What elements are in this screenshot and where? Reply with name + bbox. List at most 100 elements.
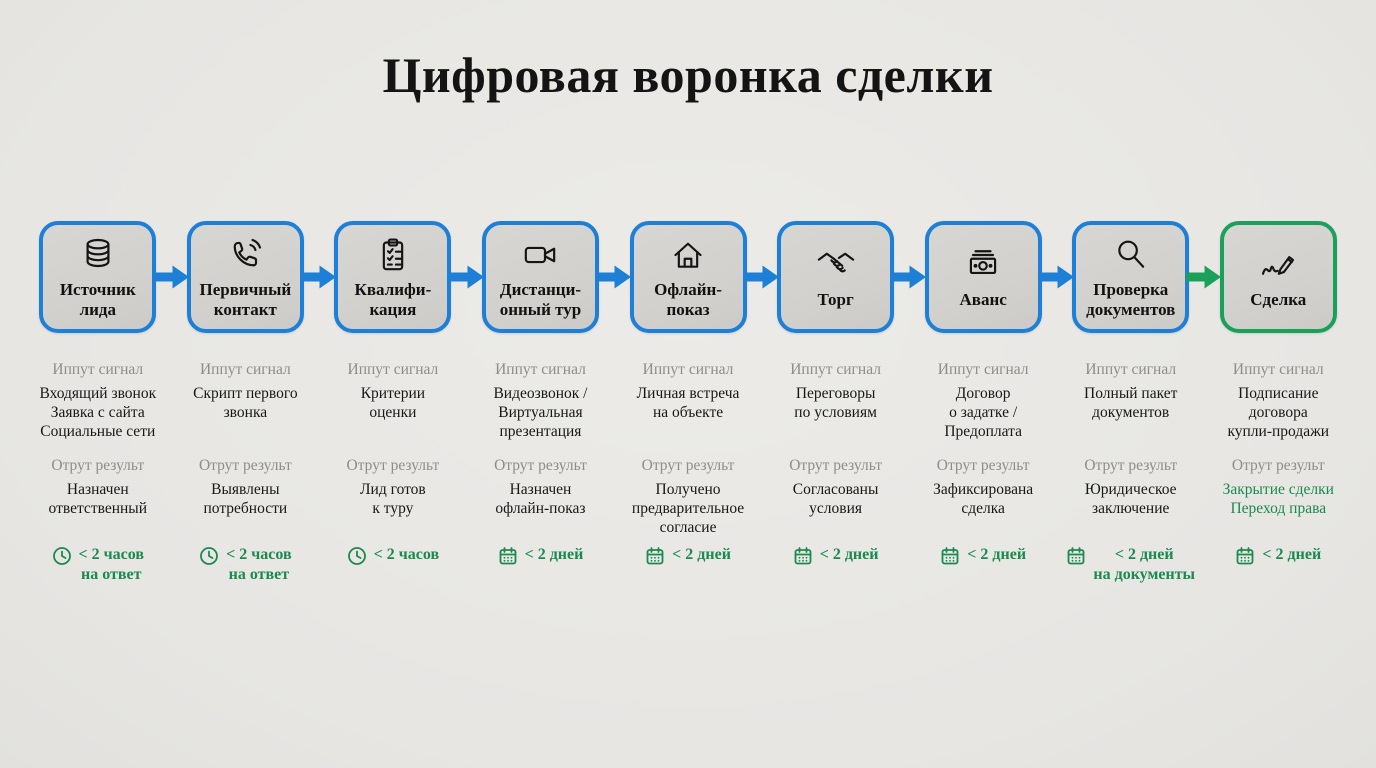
magnifier-icon [1111,235,1151,275]
stage-label: Офлайн- показ [654,280,722,319]
stage-time-text: < 2 дней [672,546,731,563]
input-signal-label: Иппут сигнал [199,361,291,378]
input-signal-label: Иппут сигнал [1085,361,1177,378]
stage-label: Первичный контакт [199,280,292,319]
flow-arrow-icon [1186,264,1222,290]
input-signal-label: Иппут сигнал [1232,361,1324,378]
flow-arrow-icon [596,264,632,290]
stage-time: < 2 дней [793,545,879,566]
stage-time: < 2 часов [347,545,439,566]
clock-icon [347,546,367,566]
stage-column: Сделка Иппут сигнал Подписание договора … [1205,221,1353,585]
stage-time-text: < 2 часов [373,546,440,563]
input-signal-text: Скрипт первого звонка [193,385,298,422]
input-signal-text: Переговоры по условиям [794,385,877,422]
output-result-label: Отрут результ [789,457,882,474]
stage-label: Проверка документов [1086,280,1176,319]
output-result-label: Отрут результ [51,457,145,474]
calendar-icon [1235,546,1255,566]
stage-label: Аванс [959,289,1007,309]
stage-time: < 2 дней [940,545,1026,566]
output-result-text: Лид готов к туру [360,481,426,518]
stage-time-text: < 2 часов на ответ [226,546,292,583]
output-result-label: Отрут результ [936,457,1030,474]
input-signal-text: Видеозвонок / Виртуальная презентация [493,385,588,441]
calendar-icon [1066,546,1086,566]
input-signal-label: Иппут сигнал [642,361,734,378]
input-signal-text: Критерии оценки [360,385,426,422]
output-result-label: Отрут результ [494,457,587,474]
stage-column: Торг Иппут сигнал Переговоры по условиям… [762,221,910,585]
output-result-text: Назначен офлайн-показ [495,481,586,518]
stage-column: Первичный контакт Иппут сигнал Скрипт пе… [172,221,320,585]
calendar-icon [940,546,960,566]
stage-box: Квалифи- кация [334,221,452,333]
output-result-text: Зафиксирована сделка [933,481,1034,518]
pen-signature-icon [1258,245,1298,285]
output-result-label: Отрут результ [641,457,735,474]
input-signal-text: Полный пакет документов [1084,385,1178,422]
stage-label: Квалифи- кация [354,280,432,319]
stage-time-text: < 2 дней [819,546,879,563]
stage-column: Офлайн- показ Иппут сигнал Личная встреч… [614,221,762,585]
output-result-label: Отрут результ [1084,457,1178,474]
input-signal-text: Подписание договора купли-продажи [1227,385,1330,441]
calendar-icon [498,546,518,566]
stage-box: Первичный контакт [186,221,304,333]
flow-arrow-icon [1038,264,1075,290]
output-result-text: Выявлены потребности [203,481,288,518]
clock-icon [199,546,219,566]
stage-column: Квалифи- кация Иппут сигнал Критерии оце… [319,221,467,585]
input-signal-label: Иппут сигнал [52,361,144,378]
stage-label: Источник лида [59,280,136,319]
stage-time-text: < 2 часов на ответ [78,546,145,583]
stage-column: Аванс Иппут сигнал Договор о задатке / П… [909,221,1057,585]
clipboard-icon [373,235,413,275]
output-result-text: Назначен ответственный [48,481,147,518]
stage-time-text: < 2 дней [1262,546,1322,563]
flow-arrow-icon [153,264,190,290]
stage-time-text: < 2 дней [524,546,584,563]
stage-column: Источник лида Иппут сигнал Входящий звон… [24,221,172,585]
flow-arrow-icon [448,264,485,290]
stage-time: < 2 часов на ответ [52,545,144,585]
stage-box: Офлайн- показ [629,221,747,333]
flow-arrow-icon [301,264,337,290]
database-icon [78,235,118,275]
output-result-label: Отрут результ [1231,457,1325,474]
output-result-text: Закрытие сделки Переход права [1222,481,1334,518]
flow-arrow-icon [743,264,780,290]
stage-time-text: < 2 дней на документы [1093,546,1196,583]
stage-label: Сделка [1250,289,1307,309]
output-result-label: Отрут результ [198,457,292,474]
stage-time: < 2 дней [498,545,584,566]
stage-time: < 2 часов на ответ [199,545,292,585]
stage-time: < 2 дней [645,545,731,566]
stage-time: < 2 дней на документы [1066,545,1195,585]
stage-box: Сделка [1219,221,1337,333]
output-result-text: Юридическое заключение [1084,481,1177,518]
stage-box: Источник лида [39,221,157,333]
input-signal-label: Иппут сигнал [790,361,881,378]
phone-icon [225,235,265,275]
output-result-label: Отрут результ [346,457,440,474]
input-signal-text: Договор о задатке / Предоплата [944,385,1022,441]
output-result-text: Согласованы условия [792,481,879,518]
input-signal-text: Входящий звонок Заявка с сайта Социальны… [39,385,157,441]
stage-time-text: < 2 дней [967,546,1027,563]
input-signal-label: Иппут сигнал [347,361,439,378]
calendar-icon [793,546,813,566]
handshake-icon [816,245,856,285]
stage-box: Аванс [924,221,1042,333]
funnel-row: Источник лида Иппут сигнал Входящий звон… [24,221,1352,585]
clock-icon [52,546,72,566]
input-signal-label: Иппут сигнал [937,361,1029,378]
page-title: Цифровая воронка сделки [382,47,994,103]
stage-column: Дистанци- онный тур Иппут сигнал Видеозв… [467,221,615,585]
house-icon [668,235,708,275]
calendar-icon [645,546,665,566]
stage-box: Торг [777,221,895,333]
flow-arrow-icon [891,264,927,290]
stage-label: Торг [817,289,854,309]
